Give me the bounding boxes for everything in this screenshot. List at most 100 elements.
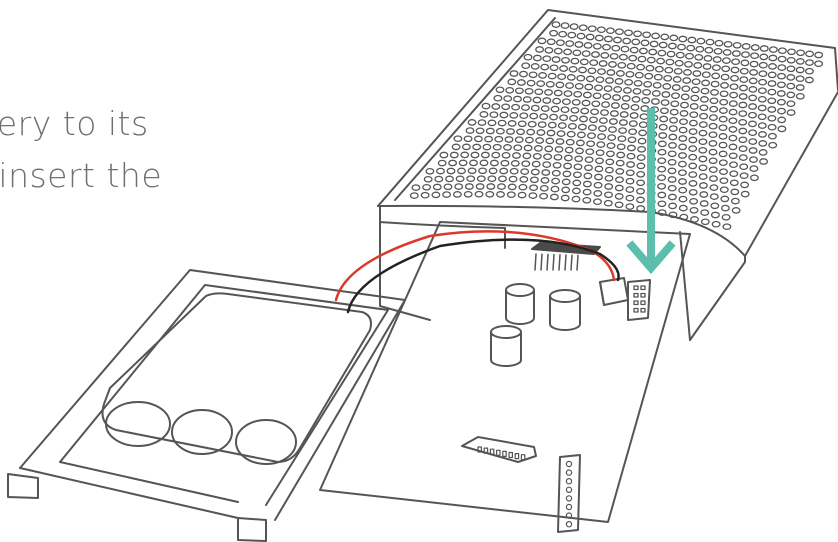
grille-hole bbox=[605, 77, 614, 84]
grille-hole bbox=[709, 105, 719, 113]
grille-hole bbox=[560, 106, 570, 114]
grille-hole bbox=[688, 153, 698, 161]
grille-hole bbox=[614, 28, 624, 36]
grille-hole bbox=[688, 162, 698, 170]
grille-hole bbox=[540, 177, 550, 184]
grille-hole bbox=[804, 76, 814, 84]
grille-hole bbox=[718, 124, 728, 132]
grille-hole bbox=[795, 84, 805, 91]
grille-hole bbox=[700, 218, 710, 226]
grille-hole bbox=[532, 54, 542, 62]
grille-hole bbox=[786, 65, 796, 73]
circuit-board bbox=[319, 221, 691, 533]
grille-hole bbox=[563, 48, 573, 56]
grille-hole bbox=[710, 89, 719, 96]
grille-hole bbox=[739, 172, 749, 180]
grille-hole bbox=[561, 56, 570, 64]
grille-hole bbox=[729, 91, 739, 99]
grille-hole bbox=[574, 82, 584, 90]
grille-hole bbox=[719, 90, 729, 98]
grille-hole bbox=[738, 110, 748, 117]
grille-hole bbox=[688, 119, 698, 127]
grille-hole bbox=[680, 101, 689, 109]
grille-hole bbox=[565, 138, 575, 146]
grille-hole bbox=[528, 71, 538, 79]
header-pin bbox=[640, 300, 646, 306]
grille-hole bbox=[500, 159, 510, 167]
grille-hole bbox=[518, 183, 528, 191]
battery-cell bbox=[105, 401, 171, 447]
grille-hole bbox=[740, 59, 750, 67]
grille-hole bbox=[542, 55, 552, 63]
grille-hole bbox=[523, 53, 533, 61]
grille-hole bbox=[759, 158, 769, 165]
grille-hole bbox=[453, 135, 463, 143]
grille-hole bbox=[582, 180, 592, 188]
grille-hole bbox=[627, 136, 637, 144]
cover-side-edge bbox=[744, 91, 838, 257]
grille-hole bbox=[436, 167, 445, 175]
connector-edge bbox=[599, 281, 605, 306]
tray-foot-right bbox=[237, 517, 267, 542]
grille-hole bbox=[719, 186, 729, 194]
grille-hole bbox=[460, 151, 470, 159]
grille-hole bbox=[636, 154, 646, 161]
grille-hole bbox=[541, 169, 551, 176]
grille-hole bbox=[614, 193, 624, 200]
edge-pin bbox=[565, 478, 573, 485]
grille-hole bbox=[562, 170, 572, 178]
grille-hole bbox=[795, 75, 805, 83]
grille-hole bbox=[514, 87, 524, 95]
grille-hole bbox=[689, 197, 699, 205]
grille-hole bbox=[696, 37, 706, 45]
grille-hole bbox=[465, 127, 475, 134]
connector-plug bbox=[599, 277, 629, 306]
grille-hole bbox=[501, 151, 511, 159]
grille-hole bbox=[679, 118, 688, 126]
grille-hole bbox=[678, 152, 687, 159]
grille-hole bbox=[604, 174, 614, 182]
grille-hole bbox=[698, 173, 708, 180]
grille-hole bbox=[777, 47, 787, 55]
dip-switch-body bbox=[461, 436, 537, 463]
grille-hole bbox=[622, 37, 632, 45]
grille-hole bbox=[750, 44, 760, 51]
grille-hole bbox=[719, 168, 728, 176]
grille-hole bbox=[579, 58, 589, 66]
grille-hole bbox=[678, 204, 688, 212]
grille-hole bbox=[613, 86, 623, 93]
tray-frame-inner bbox=[59, 284, 389, 506]
grille-hole bbox=[682, 77, 692, 84]
grille-hole bbox=[467, 167, 477, 175]
grille-hole bbox=[628, 120, 638, 127]
grille-hole bbox=[721, 65, 731, 73]
grille-hole bbox=[524, 136, 534, 144]
grille-hole bbox=[669, 34, 679, 42]
grille-hole bbox=[552, 97, 562, 105]
arrow-head bbox=[626, 240, 676, 275]
grille-hole bbox=[528, 192, 538, 199]
grille-hole bbox=[677, 169, 687, 177]
grille-hole bbox=[730, 66, 740, 74]
grille-hole bbox=[626, 62, 636, 70]
grille-hole bbox=[560, 22, 570, 29]
chip-pin bbox=[552, 253, 555, 271]
grille-hole bbox=[719, 98, 729, 106]
grille-hole bbox=[493, 94, 503, 102]
chip bbox=[531, 242, 601, 271]
grille-hole bbox=[668, 133, 678, 141]
grille-hole bbox=[565, 40, 575, 47]
grille-hole bbox=[592, 42, 602, 50]
grille-hole bbox=[631, 96, 641, 103]
grille-hole bbox=[564, 146, 574, 154]
grille-hole bbox=[698, 138, 708, 146]
grille-hole bbox=[574, 41, 584, 48]
grille-hole bbox=[492, 143, 502, 151]
grille-hole bbox=[767, 114, 777, 122]
battery-cell bbox=[235, 419, 297, 465]
grille-hole bbox=[667, 167, 677, 175]
grille-hole bbox=[567, 31, 577, 39]
grille-hole bbox=[516, 79, 526, 86]
grille-hole bbox=[709, 97, 719, 105]
